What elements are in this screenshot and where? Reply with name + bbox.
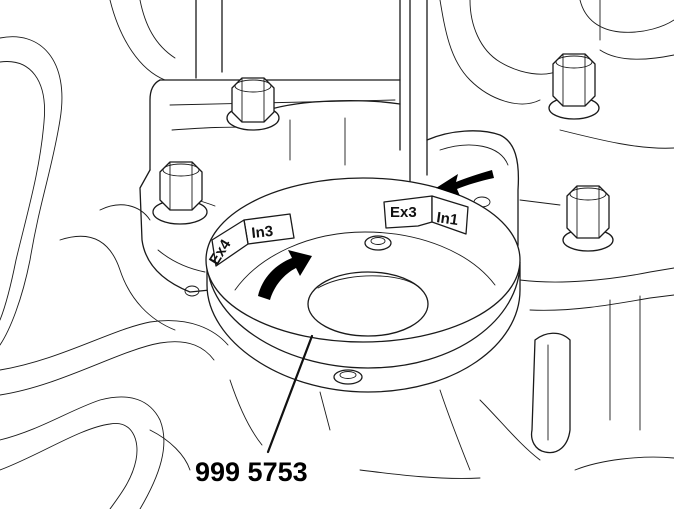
mark-tab-right <box>383 195 469 235</box>
hose-top <box>109 0 674 105</box>
timing-tool-ring <box>205 177 521 393</box>
bolt-left <box>152 161 208 225</box>
label-in1: In1 <box>435 209 459 229</box>
arrow-rotation-icon <box>258 250 312 300</box>
bolt-top-right <box>548 53 600 120</box>
engine-block-lower <box>149 379 481 479</box>
mark-tab-left <box>211 213 295 267</box>
label-in3: In3 <box>251 223 274 242</box>
bolt-top-left <box>226 77 280 131</box>
hose-left <box>0 36 229 509</box>
engine-block-right <box>479 0 674 471</box>
label-ex3: Ex3 <box>390 204 417 221</box>
part-number-label: 999 5753 <box>195 457 308 487</box>
bolt-right <box>562 185 614 252</box>
tool-arm <box>195 0 428 196</box>
arrow-pointer-icon <box>436 170 494 196</box>
leader-line <box>266 334 314 454</box>
